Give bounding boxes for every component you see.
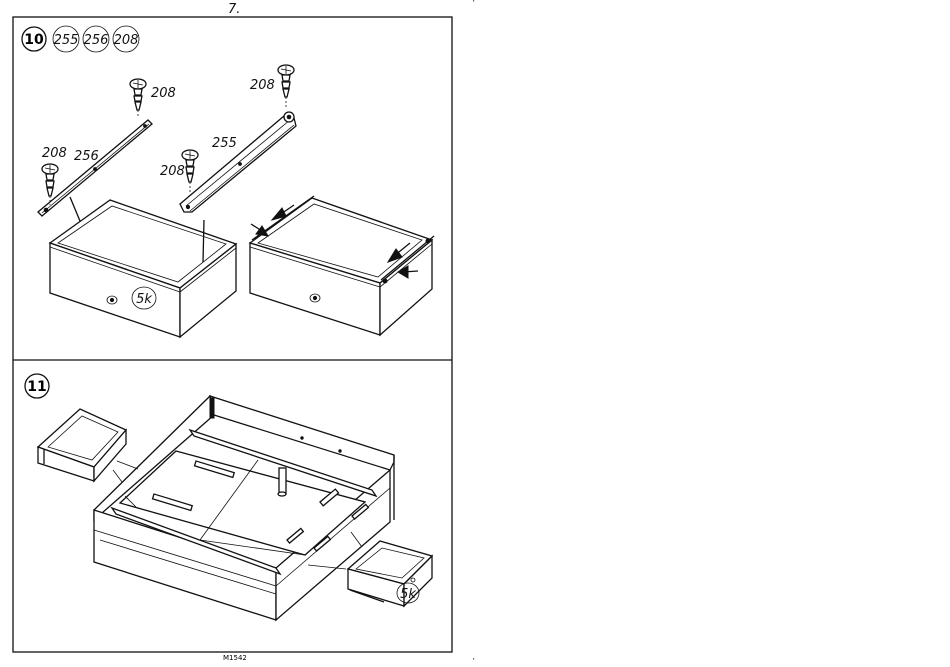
svg-text:256: 256 [84,33,109,48]
drawer-right-step11: 5k [348,541,432,606]
document-code: M1542 [223,654,247,662]
corner-mark-top: ' [473,0,475,8]
part-tag-256: 256 [83,26,109,52]
label-rail-left: 256 [74,149,99,164]
label-screw-mid: 208 [160,164,185,179]
step11-number-badge: 11 [25,374,49,398]
part-tag-208: 208 [113,26,139,52]
svg-text:10: 10 [24,32,44,48]
svg-text:208: 208 [114,33,139,48]
step10-panel: 10 255 256 208 5k [22,26,434,337]
screw-208-top [130,79,146,118]
screw-208-top-right [278,65,294,108]
drawer-left: 5k [50,200,236,337]
label-screw-left: 208 [42,146,67,161]
svg-text:255: 255 [54,33,79,48]
svg-text:11: 11 [27,379,46,395]
part-tag-255: 255 [53,26,79,52]
label-rail-right: 255 [212,136,237,151]
corner-mark-bottom: ' [473,657,475,666]
label-screw-top-left: 208 [151,86,176,101]
step10-number-badge: 10 [22,27,46,51]
page-number: 7. [228,2,240,17]
step11-panel: 11 [25,374,432,620]
svg-text:5k: 5k [400,587,416,602]
svg-text:5k: 5k [136,292,152,307]
label-screw-top-right: 208 [250,78,275,93]
